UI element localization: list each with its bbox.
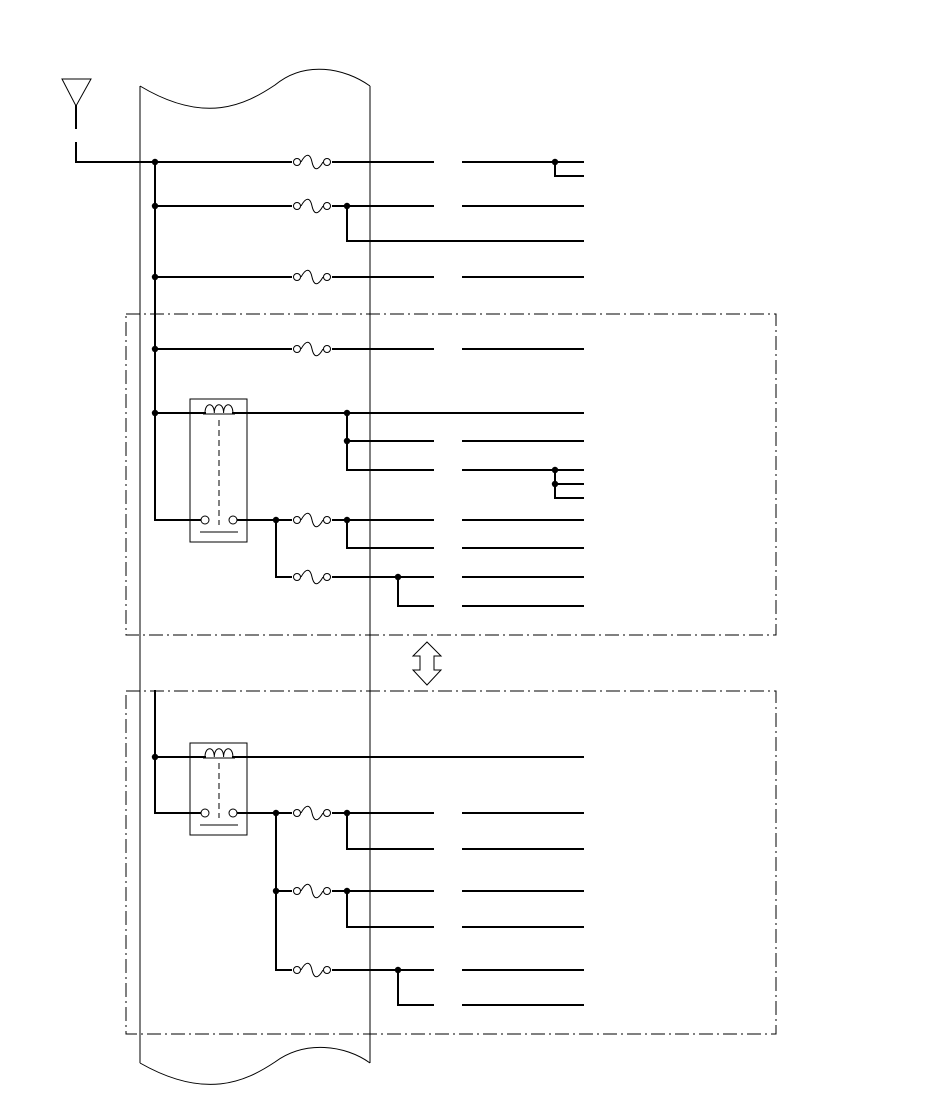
junctions [151, 158, 559, 974]
fuse-box-outline [139, 68, 371, 1085]
junction-dot [343, 887, 351, 895]
junction-dot [551, 466, 559, 474]
variant-block-a [125, 313, 777, 636]
junction-dot [151, 409, 159, 417]
fuse-icon [292, 341, 332, 357]
relay-coil-icon [199, 404, 239, 415]
fuse-icon [292, 805, 332, 821]
relay-coils [199, 404, 239, 759]
fuses [292, 154, 332, 978]
double-arrow-icon [411, 641, 443, 686]
relay-b [189, 742, 248, 836]
junction-dot [394, 573, 402, 581]
relay-contact-icon [200, 808, 238, 818]
relay-contacts [200, 515, 238, 818]
junction-dot [394, 966, 402, 974]
junction-dot [151, 753, 159, 761]
relay-b-wiring [154, 690, 584, 1006]
fuse-icon [292, 154, 332, 170]
fuse-circuit-2 [154, 205, 584, 242]
power-source-icon [61, 78, 156, 163]
fuse-icon [292, 512, 332, 528]
junction-dot [343, 202, 351, 210]
variant-block-b [125, 690, 777, 1035]
relay-a-wiring [154, 412, 584, 607]
junction-dot [343, 437, 351, 445]
junction-dot [343, 409, 351, 417]
junction-dot [343, 809, 351, 817]
fuse-icon [292, 962, 332, 978]
junction-dot [151, 158, 159, 166]
fuse-icon [292, 269, 332, 285]
relay-contact-icon [200, 515, 238, 525]
junction-dot [551, 480, 559, 488]
junction-dot [272, 516, 280, 524]
fuse-icon [292, 569, 332, 585]
fuse-icon [292, 883, 332, 899]
fuse-circuit-1 [154, 161, 584, 177]
fuse-icon [292, 198, 332, 214]
junction-dot [272, 809, 280, 817]
junction-dot [151, 273, 159, 281]
junction-dot [551, 158, 559, 166]
junction-dot [151, 202, 159, 210]
relay-a [189, 398, 248, 543]
junction-dot [151, 345, 159, 353]
junction-dot [343, 516, 351, 524]
relay-coil-icon [199, 748, 239, 759]
junction-dot [272, 887, 280, 895]
